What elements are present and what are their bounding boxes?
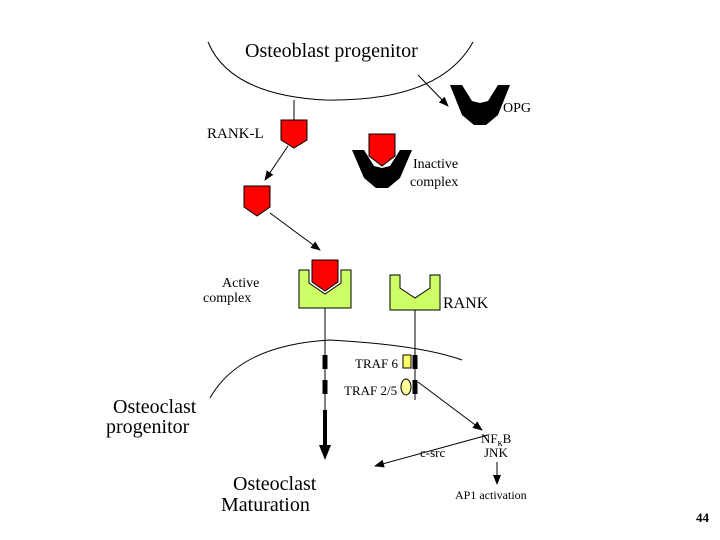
opg-label: OPG (503, 101, 531, 116)
rankl-label: RANK-L (207, 126, 264, 142)
rank-receptor-tm-2 (412, 380, 418, 394)
maturation-arrow (319, 410, 331, 460)
rank-receptor-icon (389, 274, 441, 311)
free-rankl-icon (243, 185, 271, 217)
active-complex-icon (298, 259, 352, 309)
inactive-complex-icon (352, 133, 412, 188)
inactive-label-line1: Inactive (413, 157, 458, 172)
nfkb-label: NFκB (481, 431, 512, 449)
maturation-line2: Maturation (221, 494, 310, 516)
active-label-line1: Active (222, 276, 259, 291)
osteoclast-progenitor-line1: Osteoclast (113, 396, 197, 418)
jnk-label: JNK (484, 445, 508, 460)
page-number: 44 (696, 510, 710, 525)
rank-receptor-tm-1 (412, 355, 418, 369)
arrow-rankl-release (264, 145, 289, 181)
csrc-label: c-src (420, 445, 445, 460)
opg-icon (450, 85, 510, 125)
active-receptor-tm-1 (322, 355, 328, 369)
rank-label: RANK (443, 295, 489, 312)
osteoblast-membrane (207, 41, 474, 101)
osteoclast-progenitor-line2: progenitor (106, 416, 190, 438)
inactive-label-line2: complex (410, 175, 458, 190)
osteoclast-membrane (209, 339, 463, 399)
traf6-label: TRAF 6 (355, 356, 398, 371)
traf6-icon (402, 354, 412, 369)
active-receptor-tm-2 (322, 380, 328, 394)
traf25-label: TRAF 2/5 (344, 383, 397, 398)
osteoblast-label: Osteoblast progenitor (245, 40, 418, 62)
rankl-ligand-icon (280, 119, 308, 149)
arrow-to-opg (417, 74, 449, 107)
arrow-to-csrc (374, 434, 489, 468)
arrow-to-nfkb (417, 381, 483, 431)
maturation-line1: Osteoclast (233, 473, 317, 495)
arrow-rankl-to-rank (269, 212, 321, 251)
traf25-icon (400, 378, 412, 396)
ap1-label: AP1 activation (455, 488, 527, 502)
active-label-line2: complex (203, 291, 251, 306)
